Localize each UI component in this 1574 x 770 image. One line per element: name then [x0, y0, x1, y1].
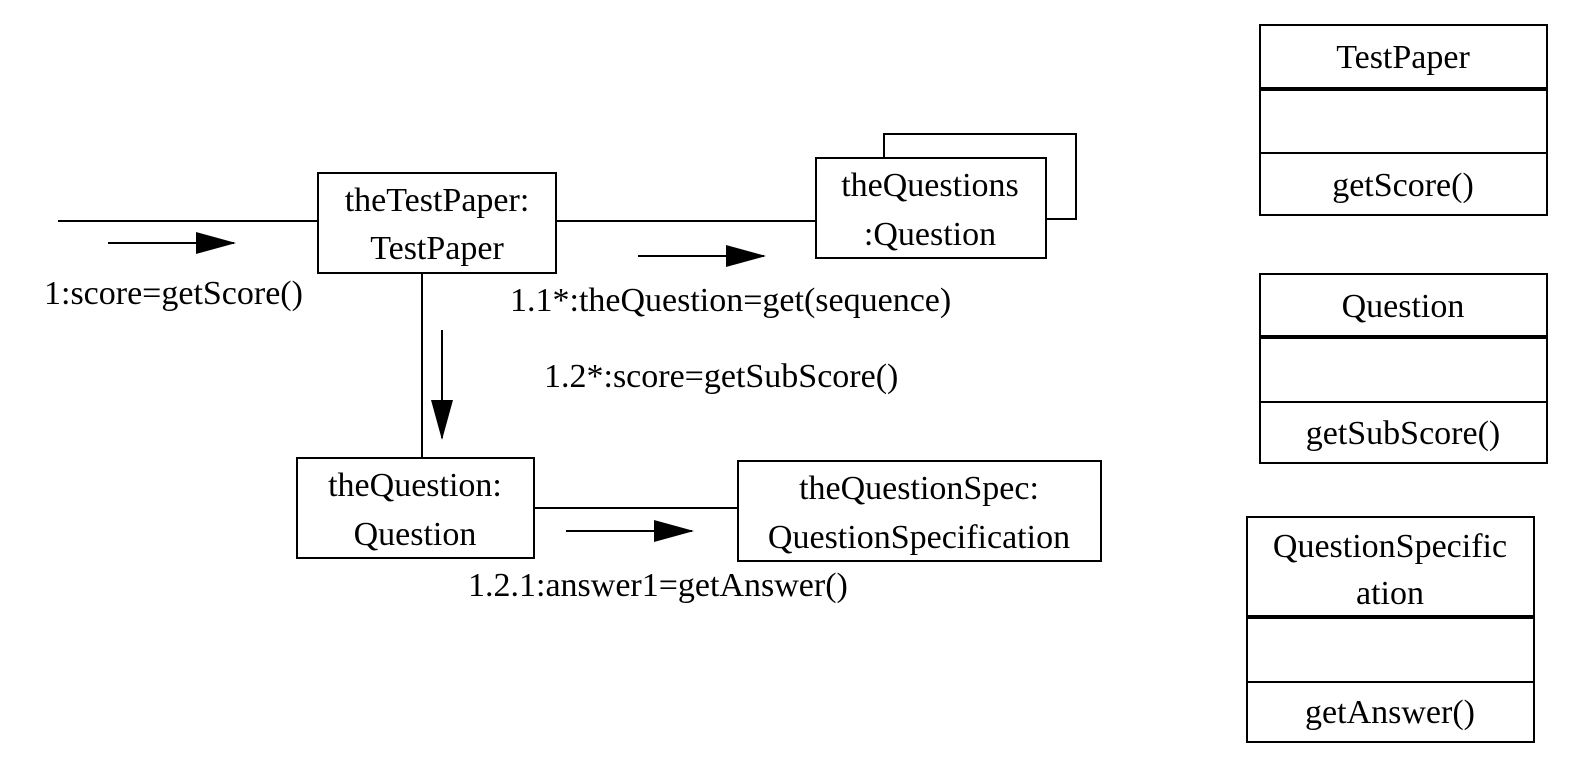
- class-question-spec-name-line2: ation: [1356, 575, 1424, 612]
- class-question-spec[interactable]: QuestionSpecific ation getAnswer(): [1246, 516, 1535, 743]
- object-test-paper-line2: TestPaper: [370, 230, 504, 267]
- class-test-paper-name: TestPaper: [1336, 39, 1470, 76]
- object-question-line2: Question: [354, 516, 477, 553]
- object-question-spec-line2: QuestionSpecification: [768, 519, 1070, 556]
- class-question-spec-operation: getAnswer(): [1305, 694, 1475, 731]
- class-question-operation: getSubScore(): [1306, 415, 1501, 452]
- class-question-spec-name-line1: QuestionSpecific: [1273, 528, 1507, 565]
- object-question-spec-line1: theQuestionSpec:: [799, 470, 1039, 507]
- class-test-paper[interactable]: TestPaper getScore(): [1259, 24, 1548, 216]
- class-question[interactable]: Question getSubScore(): [1259, 273, 1548, 464]
- class-question-name: Question: [1342, 288, 1465, 325]
- class-test-paper-operation: getScore(): [1332, 167, 1474, 204]
- message-label-1: 1:score=getScore(): [44, 275, 303, 312]
- object-questions-line2: :Question: [864, 216, 996, 253]
- object-questions[interactable]: theQuestions :Question: [815, 157, 1047, 259]
- message-label-1-2-1: 1.2.1:answer1=getAnswer(): [468, 567, 848, 604]
- object-question-line1: theQuestion:: [328, 467, 502, 504]
- object-test-paper-line1: theTestPaper:: [345, 182, 530, 219]
- object-question[interactable]: theQuestion: Question: [296, 457, 535, 559]
- multiobject-questions-shadow: [883, 133, 1077, 220]
- object-questions-line1: theQuestions: [841, 167, 1019, 204]
- object-test-paper[interactable]: theTestPaper: TestPaper: [317, 172, 557, 274]
- message-label-1-1: 1.1*:theQuestion=get(sequence): [510, 282, 951, 319]
- object-question-spec[interactable]: theQuestionSpec: QuestionSpecification: [737, 460, 1102, 562]
- message-label-1-2: 1.2*:score=getSubScore(): [544, 358, 898, 395]
